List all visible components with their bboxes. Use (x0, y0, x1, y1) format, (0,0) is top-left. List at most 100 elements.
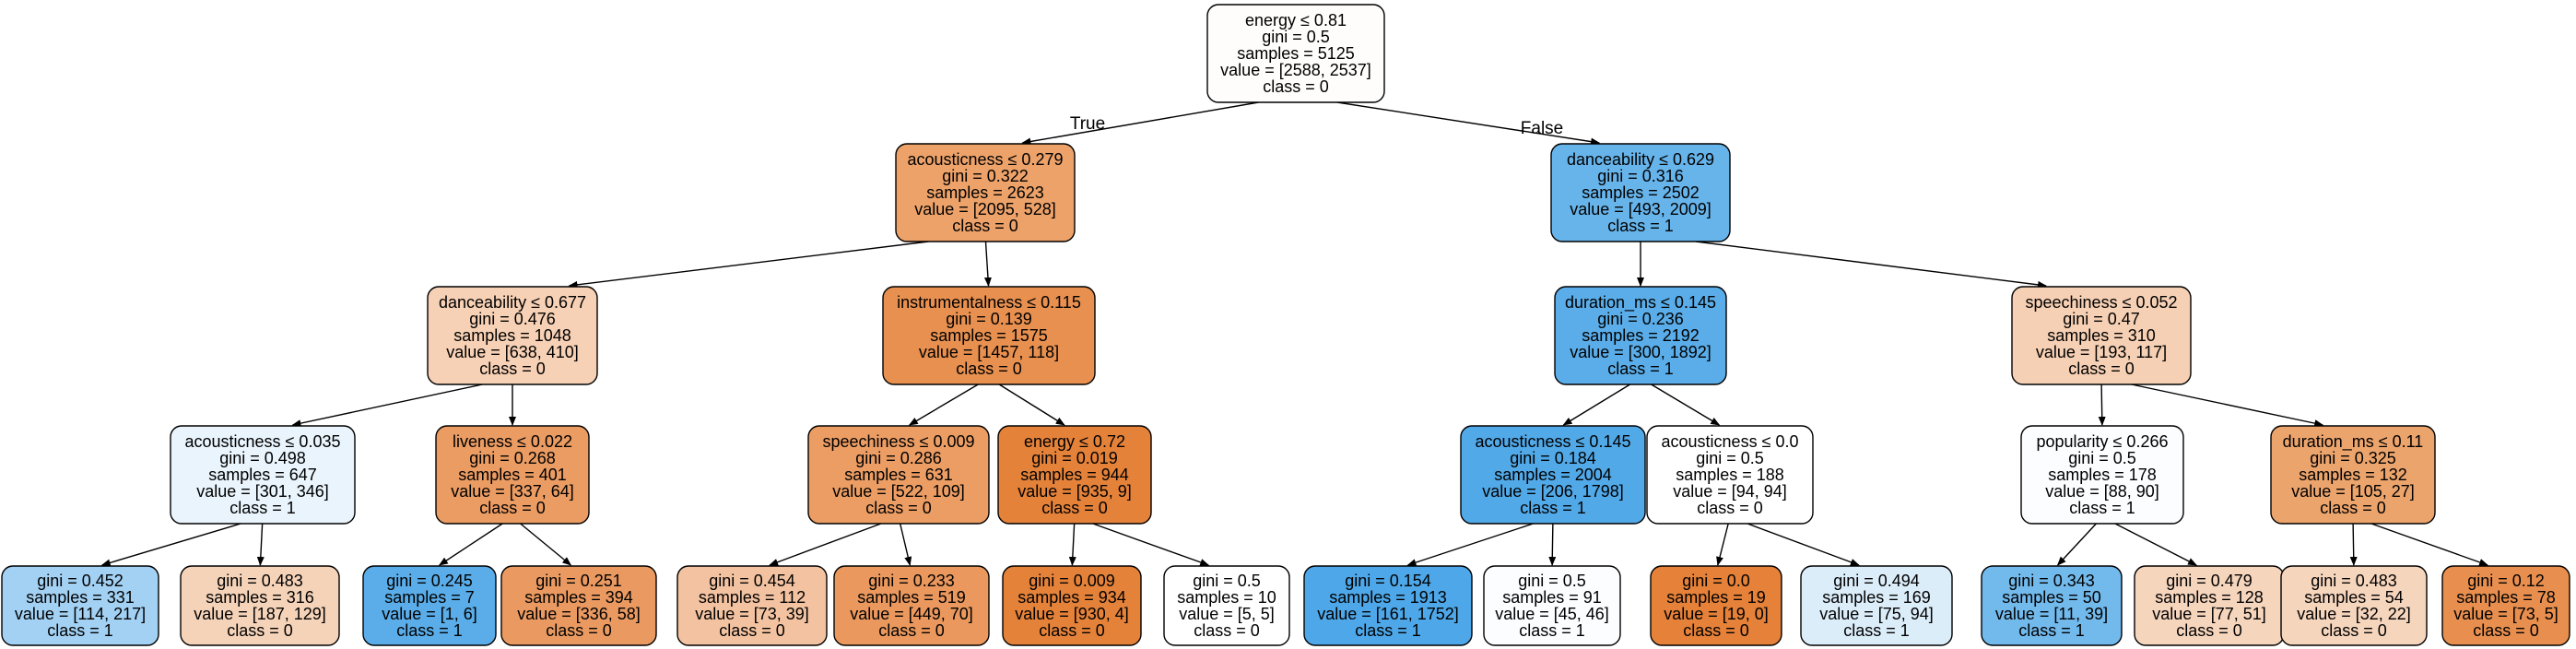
node-class-text: class = 0 (865, 499, 932, 517)
node-value-text: value = [1457, 118] (919, 343, 1059, 361)
node-split-condition-text: acousticness ≤ 0.145 (1476, 432, 1631, 451)
node-gini-text: gini = 0.498 (219, 449, 306, 467)
node-gini-text: gini = 0.322 (942, 167, 1029, 185)
node-value-text: value = [449, 70] (850, 605, 973, 623)
node-samples-text: samples = 169 (1822, 588, 1931, 607)
node-samples-text: samples = 934 (1017, 588, 1126, 607)
node-class-text: class = 0 (719, 621, 785, 640)
node-class-text: class = 0 (1039, 621, 1105, 640)
node-samples-text: samples = 128 (2155, 588, 2264, 607)
node-box (1206, 4, 1385, 103)
node-class-text: class = 0 (1041, 499, 1108, 517)
node-value-text: value = [105, 27] (2291, 482, 2415, 501)
edge-arrow (1406, 523, 1534, 566)
node-split-condition-text: duration_ms ≤ 0.145 (1565, 293, 1716, 313)
node-samples-text: samples = 178 (2048, 466, 2157, 484)
node-value-text: value = [522, 109] (832, 482, 965, 501)
node-gini-text: gini = 0.483 (2311, 572, 2397, 590)
node-gini-text: gini = 0.286 (855, 449, 942, 467)
node-class-text: class = 0 (2068, 360, 2135, 378)
node-gini-text: gini = 0.5 (1518, 572, 1586, 590)
node-class-text: class = 0 (952, 217, 1018, 235)
false-edge-label: False (1521, 119, 1563, 138)
edge-arrow (291, 384, 483, 428)
node-gini-text: gini = 0.494 (1833, 572, 1920, 590)
node-value-text: value = [493, 2009] (1570, 200, 1711, 218)
node-value-text: value = [161, 1752] (1317, 605, 1459, 623)
node-samples-text: samples = 132 (2299, 466, 2407, 484)
node-value-text: value = [337, 64] (451, 482, 574, 501)
edge-arrow (899, 523, 912, 566)
edge-arrow (1068, 523, 1076, 566)
node-box (895, 143, 1076, 242)
node-class-text: class = 1 (1519, 621, 1585, 640)
node-gini-text: gini = 0.0 (1682, 572, 1750, 590)
node-gini-text: gini = 0.233 (868, 572, 955, 590)
node-samples-text: samples = 1575 (930, 326, 1048, 345)
node-class-text: class = 0 (479, 360, 546, 378)
node-box (997, 425, 1152, 525)
node-samples-text: samples = 2004 (1494, 466, 1612, 484)
node-box (807, 425, 990, 525)
node-split-condition-text: acousticness ≤ 0.035 (185, 432, 341, 451)
node-value-text: value = [187, 129] (194, 605, 326, 623)
node-samples-text: samples = 1913 (1329, 588, 1447, 607)
edge-arrow (568, 241, 929, 289)
node-class-text: class = 0 (479, 499, 546, 517)
node-box (1646, 425, 1814, 525)
node-box (1460, 425, 1646, 525)
edge-arrow (2114, 523, 2197, 566)
node-class-text: class = 1 (1843, 621, 1910, 640)
node-samples-text: samples = 188 (1676, 466, 1784, 484)
node-value-text: value = [73, 5] (2453, 605, 2558, 623)
node-gini-text: gini = 0.5 (1193, 572, 1261, 590)
node-value-text: value = [206, 1798] (1482, 482, 1624, 501)
edge-arrow (1548, 523, 1557, 566)
node-box (1800, 565, 1953, 646)
node-value-text: value = [301, 346] (196, 482, 329, 501)
edge-arrow (2370, 523, 2489, 566)
node-value-text: value = [11, 39] (1995, 605, 2108, 623)
node-split-condition-text: duration_ms ≤ 0.11 (2283, 432, 2424, 452)
node-class-text: class = 1 (396, 621, 463, 640)
node-samples-text: samples = 5125 (1237, 44, 1355, 63)
node-class-text: class = 1 (1520, 499, 1586, 517)
node-value-text: value = [77, 51] (2152, 605, 2266, 623)
node-class-text: class = 0 (2321, 621, 2387, 640)
node-samples-text: samples = 519 (857, 588, 966, 607)
node-gini-text: gini = 0.236 (1597, 310, 1684, 328)
node-box (2270, 425, 2436, 525)
node-value-text: value = [2588, 2537] (1220, 61, 1371, 79)
node-value-text: value = [638, 410] (446, 343, 579, 361)
node-split-condition-text: speechiness ≤ 0.009 (823, 432, 975, 451)
node-gini-text: gini = 0.325 (2310, 449, 2396, 467)
node-class-text: class = 0 (1697, 499, 1763, 517)
node-split-condition-text: speechiness ≤ 0.052 (2026, 293, 2178, 312)
node-split-condition-text: danceability ≤ 0.677 (439, 293, 586, 312)
node-value-text: value = [930, 4] (1015, 605, 1129, 623)
node-value-text: value = [114, 217] (15, 605, 146, 623)
edge-arrow (1747, 523, 1860, 566)
node-gini-text: gini = 0.5 (2068, 449, 2136, 467)
node-samples-text: samples = 394 (524, 588, 633, 607)
node-box (362, 565, 497, 646)
node-samples-text: samples = 7 (384, 588, 475, 607)
node-box (1163, 565, 1290, 646)
edge-arrow (2349, 523, 2358, 566)
node-samples-text: samples = 401 (458, 466, 567, 484)
node-class-text: class = 1 (1607, 360, 1674, 378)
node-split-condition-text: acousticness ≤ 0.0 (1662, 432, 1799, 451)
node-gini-text: gini = 0.454 (709, 572, 795, 590)
node-box (500, 565, 657, 646)
node-split-condition-text: acousticness ≤ 0.279 (908, 150, 1064, 169)
edge-arrow (256, 523, 265, 566)
node-class-text: class = 0 (546, 621, 612, 640)
